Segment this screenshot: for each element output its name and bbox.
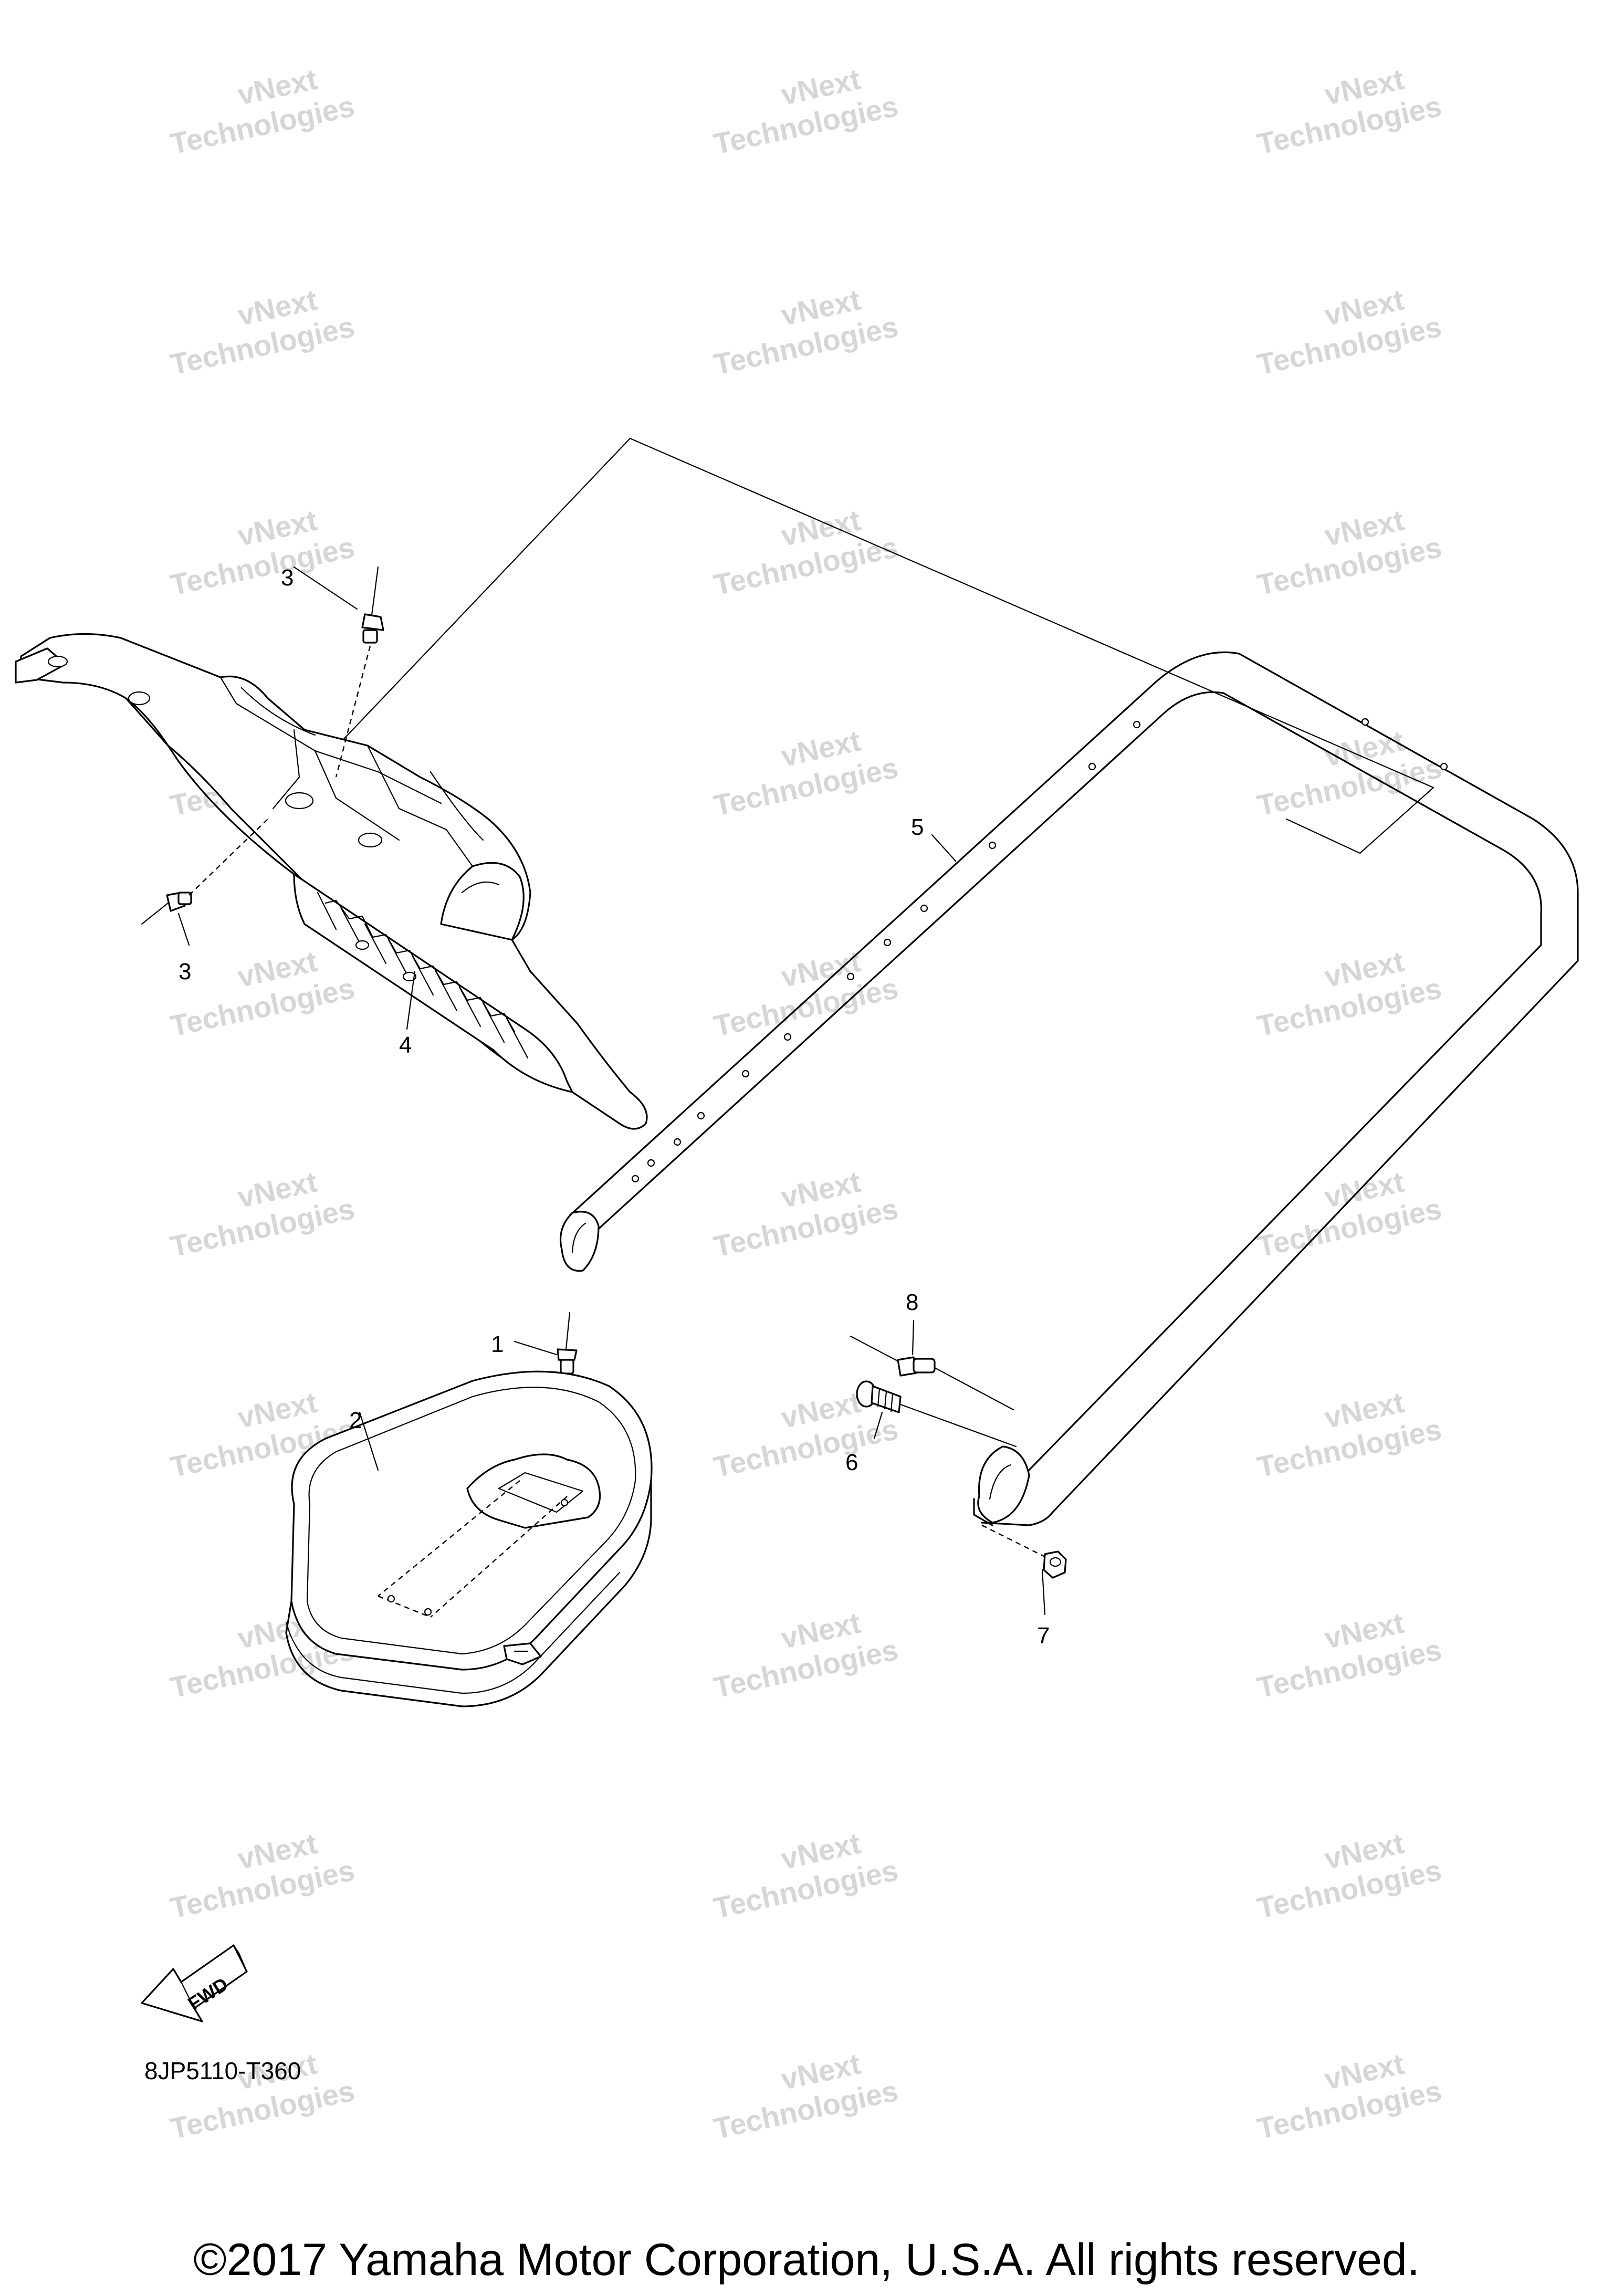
leader-line [261,437,1434,854]
callout-5: 5 [911,814,924,840]
storage-bag[interactable] [285,1370,653,1707]
callout-2: 2 [349,1408,362,1433]
callout-8: 8 [906,1289,918,1315]
rivet-3-lower[interactable] [141,819,268,946]
callout-3-lower: 3 [179,959,191,984]
leader-4 [406,970,416,1030]
callout-6: 6 [845,1450,858,1475]
bar-holes [631,718,1448,1183]
leader-5 [931,834,957,862]
nut-7[interactable] [981,1524,1067,1616]
callout-4: 4 [399,1032,412,1058]
grille-slats [317,892,529,1059]
callout-7: 7 [1037,1623,1050,1649]
grab-bar[interactable] [559,651,1579,1526]
rivet-8[interactable] [850,1319,1014,1411]
rivet-3-upper[interactable] [293,566,384,778]
diagram-code: 8JP5110-T360 [144,2057,301,2084]
copyright-notice: ©2017 Yamaha Motor Corporation, U.S.A. A… [193,2235,1420,2285]
fwd-arrow-icon: FWD [141,1944,248,2022]
callout-1: 1 [491,1332,504,1357]
callout-3-upper: 3 [281,565,294,591]
seat-tray[interactable] [15,633,648,1130]
screw-6[interactable] [856,1380,1017,1448]
